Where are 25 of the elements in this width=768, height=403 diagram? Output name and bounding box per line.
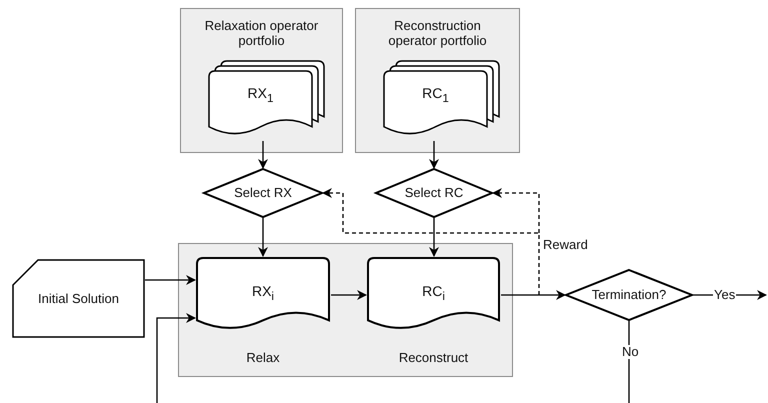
feedback-arrow xyxy=(492,188,540,233)
node-label: RC$_{1}$ xyxy=(421,86,450,106)
node-label: RX$_{i}$ xyxy=(250,284,276,304)
panel-heading: Relaxation operator portfolio xyxy=(204,18,319,48)
node-caption: Relax xyxy=(245,350,281,365)
node-label: RC$_{i}$ xyxy=(421,284,446,304)
node-label: Select RC xyxy=(404,185,464,200)
edge-label: Yes xyxy=(713,288,736,302)
edge-label: No xyxy=(621,345,640,359)
feedback-arrow xyxy=(322,188,540,295)
node-label: Termination? xyxy=(590,287,668,302)
arrow xyxy=(429,218,439,257)
edge-label: Reward xyxy=(542,238,589,252)
arrow xyxy=(258,141,268,169)
node-label: Initial Solution xyxy=(37,290,120,306)
arrow xyxy=(258,218,268,257)
arrow xyxy=(145,275,196,285)
node-label: Select RX xyxy=(233,185,293,200)
panel-heading: Reconstruction operator portfolio xyxy=(387,18,488,48)
arrow xyxy=(156,313,196,403)
node-label: RX$_{1}$ xyxy=(246,86,274,106)
node-caption: Reconstruct xyxy=(398,350,470,365)
arrow xyxy=(501,290,566,300)
arrow xyxy=(429,141,439,169)
arrow xyxy=(331,290,367,300)
